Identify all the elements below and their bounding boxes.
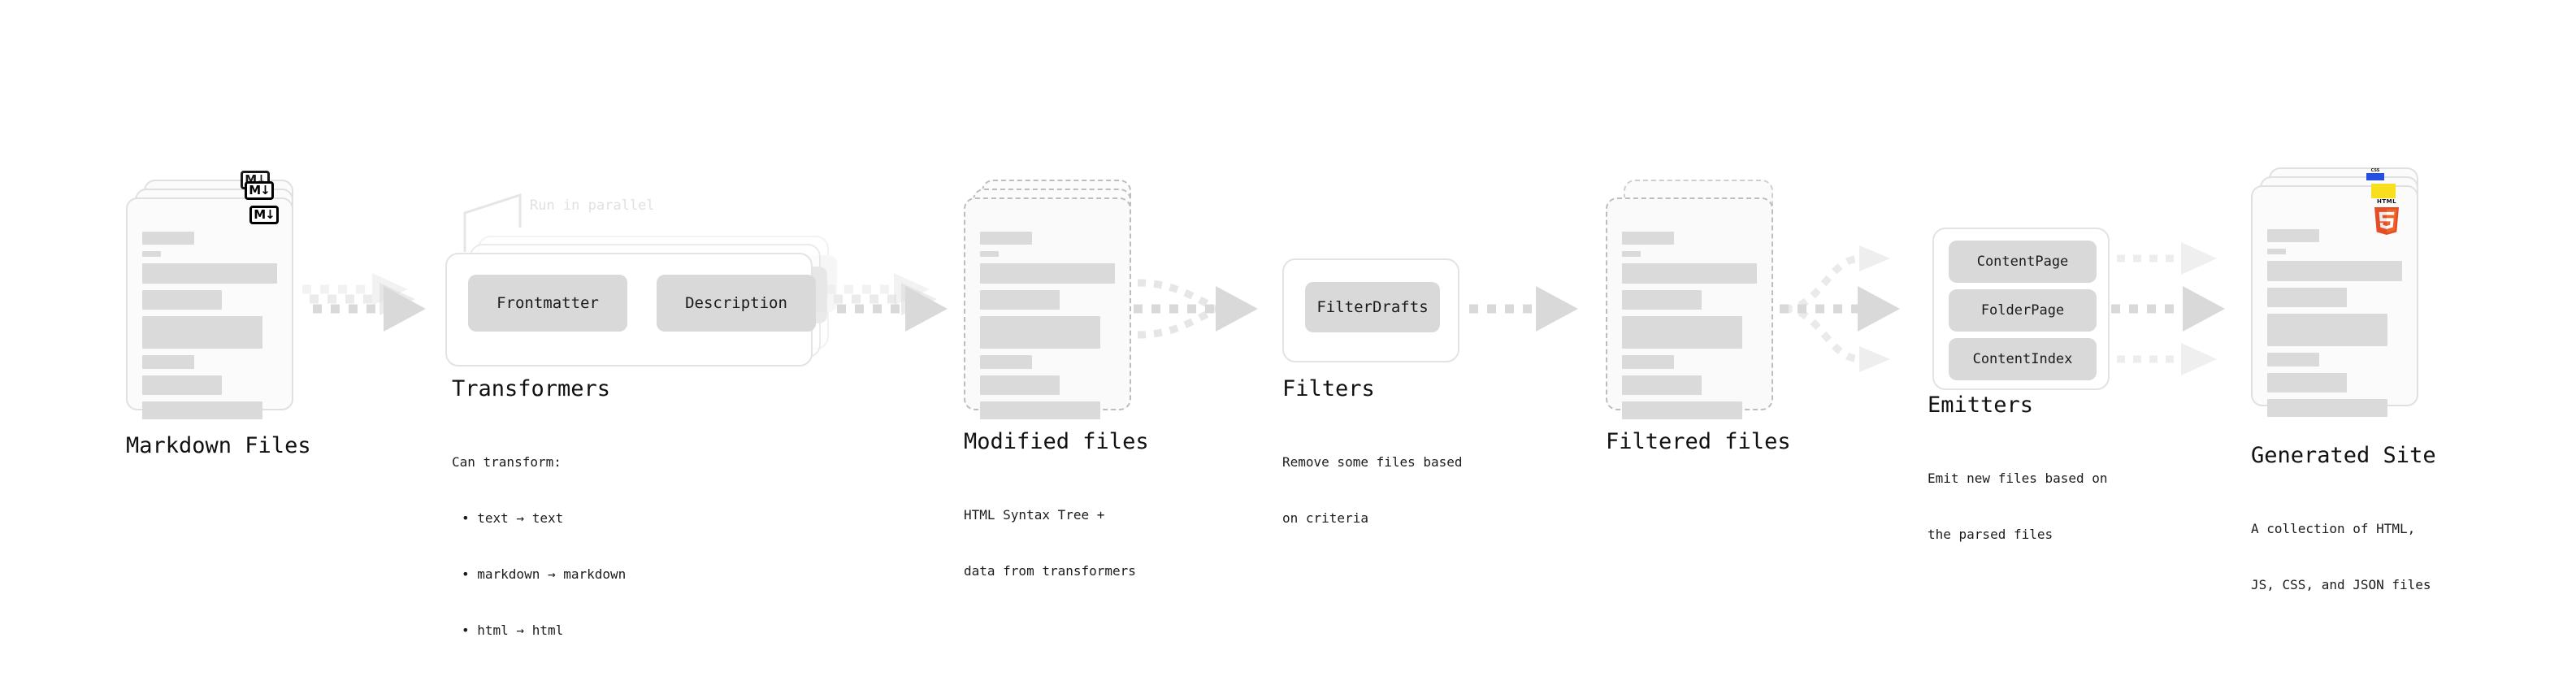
skeleton-bar <box>980 232 1032 245</box>
transformer-item-description[interactable]: Description <box>657 275 816 332</box>
filter-item-filterdrafts[interactable]: FilterDrafts <box>1305 282 1440 332</box>
skeleton-bar <box>142 316 262 349</box>
emitter-item-folderpage[interactable]: FolderPage <box>1949 289 2097 332</box>
skeleton-bar <box>142 375 222 395</box>
arrow-filters-to-filtered <box>1469 286 1578 332</box>
css3-icon <box>2366 173 2384 180</box>
modified-doc-skeleton <box>965 199 1130 419</box>
skeleton-bar <box>142 355 194 369</box>
emitters-sub-line-2: the parsed files <box>1928 527 2053 542</box>
javascript-icon <box>2371 184 2396 198</box>
skeleton-bar <box>980 251 999 257</box>
skeleton-bar <box>980 263 1115 284</box>
stage-subtitle-filters: Remove some files based on criteria <box>1282 415 1463 565</box>
skeleton-bar <box>2267 229 2319 242</box>
stage-title-filters: Filters <box>1282 376 1375 401</box>
markdown-icon: M↓ <box>249 206 279 224</box>
skeleton-bar <box>142 232 194 245</box>
arrow-transformers-to-modified <box>826 273 948 332</box>
run-in-parallel-label: Run in parallel <box>530 197 655 214</box>
skeleton-bar <box>1622 290 1702 310</box>
skeleton-bar <box>980 316 1100 349</box>
skeleton-bar <box>980 375 1060 395</box>
emitters-sub-line-1: Emit new files based on <box>1928 471 2108 486</box>
filtered-doc-front <box>1606 197 1773 419</box>
markdown-icon-ghost-mid: M↓ <box>245 181 274 200</box>
site-sub-line-2: JS, CSS, and JSON files <box>2251 577 2431 592</box>
stage-subtitle-transformers: Can transform: • text → text • markdown … <box>452 415 626 677</box>
skeleton-bar <box>2267 288 2347 307</box>
skeleton-bar <box>142 290 222 310</box>
modified-sub-line-2: data from transformers <box>964 563 1136 579</box>
skeleton-bar <box>2267 249 2286 254</box>
skeleton-bar <box>980 401 1100 419</box>
arrow-modified-to-filters <box>1134 279 1258 339</box>
emitter-item-contentindex[interactable]: ContentIndex <box>1949 338 2097 380</box>
skeleton-bar <box>1622 251 1641 257</box>
site-sub-line-1: A collection of HTML, <box>2251 521 2416 536</box>
transform-bullet-markdown: • markdown → markdown <box>462 566 627 582</box>
stage-subtitle-modified-files: HTML Syntax Tree + data from transformer… <box>964 468 1136 618</box>
emitters-panel: ContentPage FolderPage ContentIndex <box>1932 228 2110 390</box>
skeleton-bar <box>1622 232 1674 245</box>
html5-icon-label: HTML <box>2376 198 2397 205</box>
markdown-doc-front <box>126 197 293 419</box>
skeleton-bar <box>1622 263 1757 284</box>
stage-subtitle-emitters: Emit new files based on the parsed files <box>1928 432 2108 581</box>
skeleton-bar <box>2267 373 2347 393</box>
skeleton-bar <box>980 290 1060 310</box>
stage-title-generated-site: Generated Site <box>2251 443 2436 468</box>
markdown-icon-front-wrap: M↓ <box>249 206 279 224</box>
arrow-markdown-to-transformers <box>302 273 426 332</box>
filters-sub-line-2: on criteria <box>1282 510 1368 526</box>
skeleton-bar <box>1622 355 1674 369</box>
transformers-panel: Frontmatter Description <box>445 253 816 367</box>
skeleton-bar <box>142 401 262 419</box>
stage-title-markdown-files: Markdown Files <box>126 433 311 458</box>
skeleton-bar <box>142 251 161 257</box>
markdown-icon: M↓ <box>245 181 274 200</box>
skeleton-bar <box>2267 353 2319 367</box>
skeleton-bar <box>142 263 277 284</box>
emitter-item-contentpage[interactable]: ContentPage <box>1949 241 2097 283</box>
html5-icon-wrap: HTML <box>2373 198 2400 241</box>
skeleton-bar <box>1622 401 1742 419</box>
skeleton-bar <box>980 355 1032 369</box>
filters-sub-line-1: Remove some files based <box>1282 454 1463 470</box>
transformer-item-frontmatter[interactable]: Frontmatter <box>468 275 627 332</box>
filtered-doc-skeleton <box>1607 199 1772 419</box>
stage-title-transformers: Transformers <box>452 376 611 401</box>
transform-bullet-html: • html → html <box>462 622 564 638</box>
stage-title-filtered-files: Filtered files <box>1606 429 1791 454</box>
arrow-emitters-to-site <box>2111 242 2225 375</box>
arrow-filtered-to-emitters <box>1780 245 1900 372</box>
stage-title-emitters: Emitters <box>1928 393 2034 418</box>
skeleton-bar <box>1622 375 1702 395</box>
transform-heading: Can transform: <box>452 454 562 470</box>
modified-doc-front <box>964 197 1131 419</box>
skeleton-bar <box>2267 261 2402 281</box>
transform-bullet-text: • text → text <box>462 510 564 526</box>
css3-icon-label: CSS <box>2370 168 2380 173</box>
markdown-doc-skeleton <box>128 199 292 419</box>
skeleton-bar <box>1622 316 1742 349</box>
skeleton-bar <box>2267 399 2387 417</box>
skeleton-bar <box>2267 314 2387 346</box>
html5-icon <box>2374 207 2400 235</box>
modified-sub-line-1: HTML Syntax Tree + <box>964 507 1105 523</box>
stage-subtitle-generated-site: A collection of HTML, JS, CSS, and JSON … <box>2251 482 2431 631</box>
stage-title-modified-files: Modified files <box>964 429 1149 454</box>
filters-panel: FilterDrafts <box>1282 258 1459 362</box>
css3-icon-wrap: CSS <box>2366 168 2384 180</box>
site-doc-skeleton <box>2253 187 2417 417</box>
